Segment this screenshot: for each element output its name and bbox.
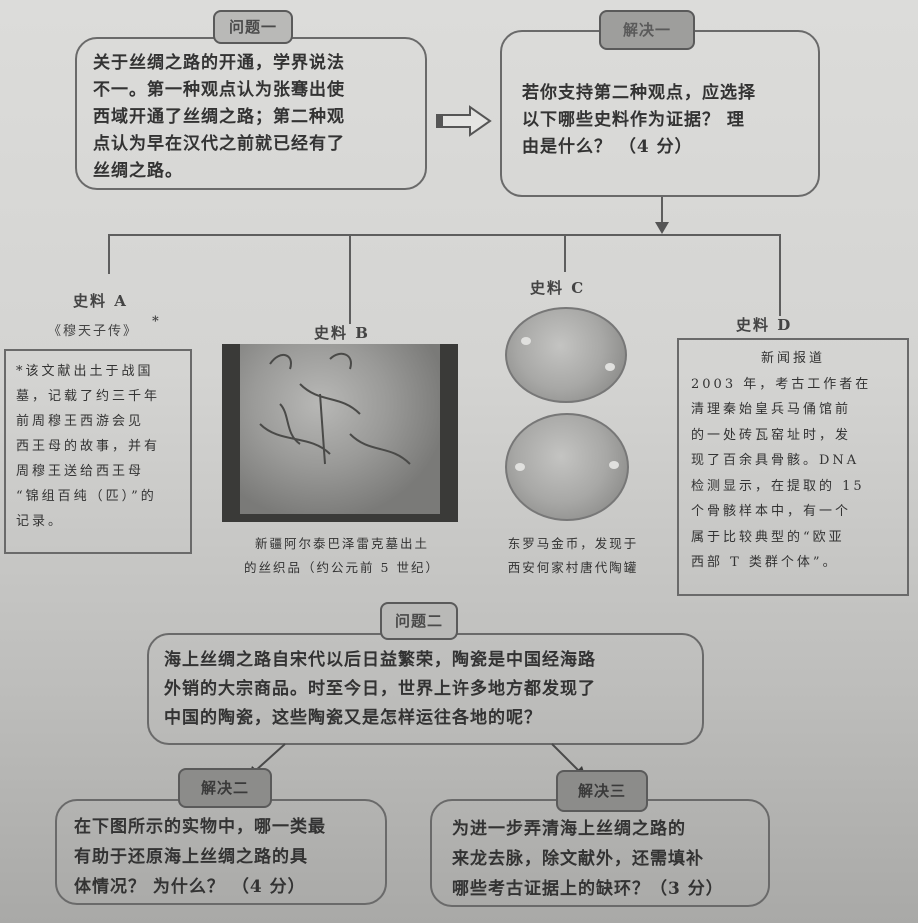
material-b-caption: 新疆阿尔泰巴泽雷克墓出土 的丝织品（约公元前 5 世纪）: [244, 536, 440, 575]
connector-down: [661, 197, 663, 227]
material-c-caption: 东罗马金币，发现于 西安何家村唐代陶罐: [507, 536, 639, 575]
silk-textile-photo: [222, 344, 458, 522]
question-2-tag: 问题二: [380, 602, 458, 640]
coin-obverse-image: [505, 413, 629, 521]
solution-2-tag: 解决二: [178, 768, 272, 808]
connector-horizontal: [108, 234, 780, 236]
question-1-text: 关于丝绸之路的开通，学界说法 不一。第一种观点认为张骞出使 西域开通了丝绸之路；…: [93, 53, 345, 181]
solution-3-text: 为进一步弄清海上丝绸之路的 来龙去脉，除文献外，还需填补 哪些考古证据上的缺环？…: [452, 819, 724, 899]
question-2-text: 海上丝绸之路自宋代以后日益繁荣，陶瓷是中国经海路 外销的大宗商品。时至今日，世界…: [164, 650, 596, 728]
question-1-tag: 问题一: [213, 10, 293, 44]
connector-a: [108, 234, 110, 274]
connector-b: [349, 234, 351, 324]
right-arrow-icon: [436, 105, 492, 137]
material-a-title: 《穆天子传》: [48, 324, 139, 339]
material-a-note-mark: *: [152, 314, 161, 329]
connector-d: [779, 234, 781, 316]
solution-2-text: 在下图所示的实物中，哪一类最 有助于还原海上丝绸之路的具 体情况？ 为什么？ （…: [74, 817, 326, 897]
material-a-note-box: *该文献出土于战国 墓，记载了约三千年 前周穆王西游会见 西王母的故事，并有 周…: [4, 349, 192, 554]
connector-c: [564, 234, 566, 272]
coin-reverse-image: [505, 307, 627, 403]
material-d-heading: 新闻报道: [760, 351, 825, 366]
material-d-label: 史料 D: [736, 316, 793, 334]
down-arrow-icon: [655, 222, 669, 234]
material-a-label: 史料 A: [73, 292, 128, 310]
material-c-label: 史料 C: [530, 279, 586, 297]
material-b-label: 史料 B: [314, 324, 370, 342]
solution-3-tag: 解决三: [556, 770, 648, 812]
material-d-box: 新闻报道 2003 年，考古工作者在 清理秦始皇兵马俑馆前 的一处砖瓦窑址时，发…: [677, 338, 909, 596]
solution-1-tag: 解决一: [599, 10, 695, 50]
solution-1-text: 若你支持第二种观点，应选择 以下哪些史料作为证据？ 理 由是什么？ （4 分）: [522, 83, 756, 157]
branch-arrows: [248, 743, 586, 778]
